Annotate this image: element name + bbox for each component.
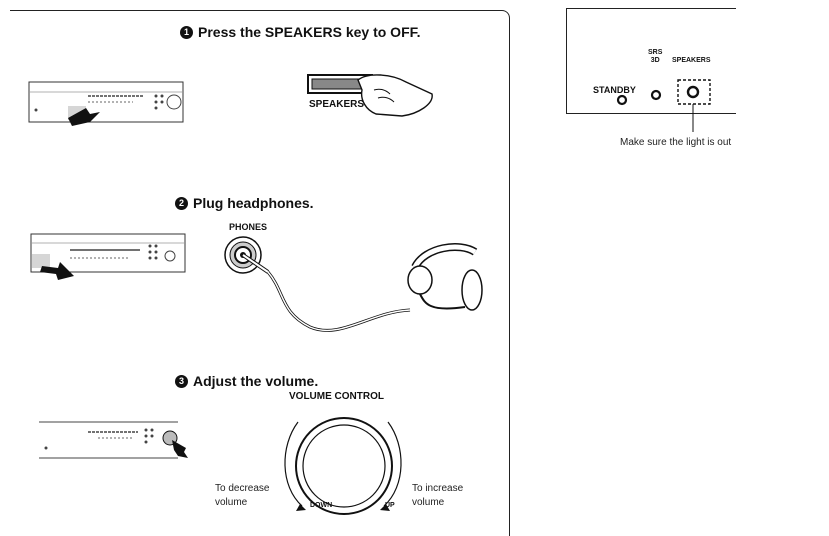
step-3-heading: 3 Adjust the volume.: [175, 373, 318, 389]
speakers-key-illustration: [307, 74, 433, 117]
front-panel-indicators: [616, 79, 711, 132]
step-1-number: 1: [180, 25, 193, 39]
srs-label: SRS: [648, 49, 663, 56]
speakers-key-label: SPEAKERS: [309, 99, 365, 110]
down-label: DOWN: [310, 502, 333, 509]
decrease-caption: To decrease volume: [215, 483, 270, 508]
volume-knob-illustration: [284, 417, 402, 515]
instruction-frame: [10, 10, 510, 536]
speakers-indicator-icon: [686, 85, 700, 99]
standby-indicator-icon: [616, 94, 628, 106]
receiver-illustration-1: [28, 81, 184, 126]
panel-detail-frame: [566, 8, 736, 114]
standby-label: STANDBY: [593, 85, 636, 95]
srs-3d-label: SRS 3D: [648, 49, 662, 65]
phones-label: PHONES: [229, 222, 268, 232]
step-2-number: 2: [175, 196, 188, 210]
up-label: UP: [385, 502, 395, 509]
step-3-number: 3: [175, 374, 188, 388]
step-3-text: Adjust the volume.: [193, 373, 319, 389]
volume-control-label: VOLUME CONTROL: [289, 391, 384, 402]
srs-3d-indicator-icon: [650, 89, 662, 101]
highlight-box: [677, 79, 711, 105]
step-2-text: Plug headphones.: [193, 195, 314, 211]
speakers-panel-label: SPEAKERS: [672, 57, 711, 64]
increase-caption: To increase volume: [412, 483, 464, 508]
light-out-note: Make sure the light is out: [620, 137, 732, 148]
3d-label: 3D: [650, 57, 660, 64]
receiver-illustration-2: [30, 233, 186, 280]
headphones-illustration: [224, 236, 483, 332]
step-1-text: Press the SPEAKERS key to OFF.: [198, 24, 421, 40]
receiver-illustration-3: [39, 421, 188, 459]
step-1-heading: 1 Press the SPEAKERS key to OFF.: [180, 24, 421, 40]
step-2-heading: 2 Plug headphones.: [175, 195, 314, 211]
